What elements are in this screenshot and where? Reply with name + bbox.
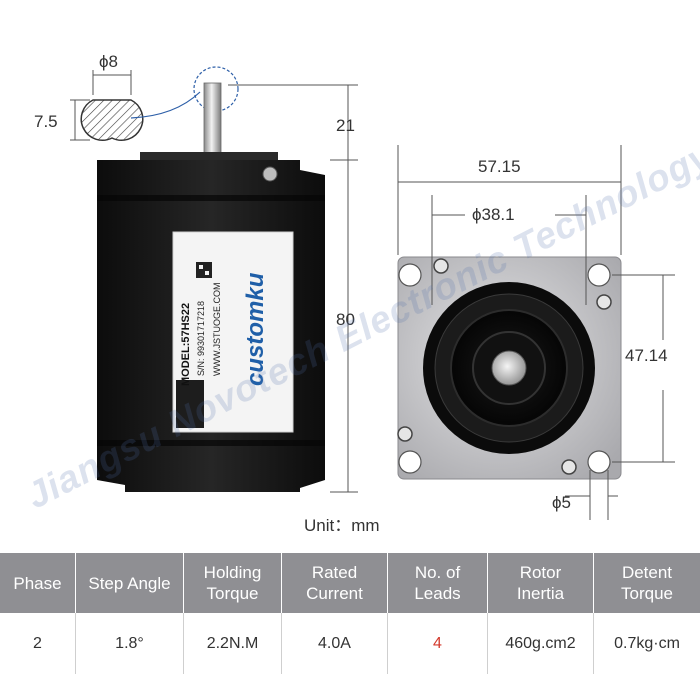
hole-spacing-label: 47.14	[625, 346, 668, 365]
value-detent-torque: 0.7kg·cm	[594, 613, 700, 674]
specs-value-row: 2 1.8° 2.2N.M 4.0A 4 460g.cm2 0.7kg·cm	[0, 613, 700, 674]
value-no-of-leads: 4	[388, 613, 488, 674]
shaft-diameter-label: ϕ8	[99, 52, 118, 71]
shaft-flat-label: 7.5	[34, 112, 58, 131]
side-dimension-lines	[228, 84, 358, 493]
value-holding-torque: 2.2N.M	[184, 613, 282, 674]
serial-text: S/N: 99301717218	[196, 300, 206, 376]
value-phase: 2	[0, 613, 76, 674]
header-phase: Phase	[0, 553, 76, 613]
flange-width-label: 57.15	[478, 157, 521, 176]
pilot-diameter-label: ϕ38.1	[472, 205, 515, 224]
header-step-angle: Step Angle	[76, 553, 184, 613]
website-text: WWW.JSTUOGE.COM	[212, 282, 222, 377]
shaft-section-icon	[70, 66, 239, 141]
body-length-label: 80	[336, 310, 355, 329]
unit-label: Unit：mm	[304, 516, 380, 535]
motor-front-view	[397, 256, 622, 480]
hole-diameter-label: ϕ5	[552, 493, 571, 512]
shaft-length-label: 21	[336, 116, 355, 135]
value-rotor-inertia: 460g.cm2	[488, 613, 594, 674]
front-dimension-lines	[397, 145, 675, 520]
motor-side-view	[97, 82, 325, 492]
value-rated-current: 4.0A	[282, 613, 388, 674]
model-text: MODEL:57HS22	[180, 302, 192, 386]
value-step-angle: 1.8°	[76, 613, 184, 674]
